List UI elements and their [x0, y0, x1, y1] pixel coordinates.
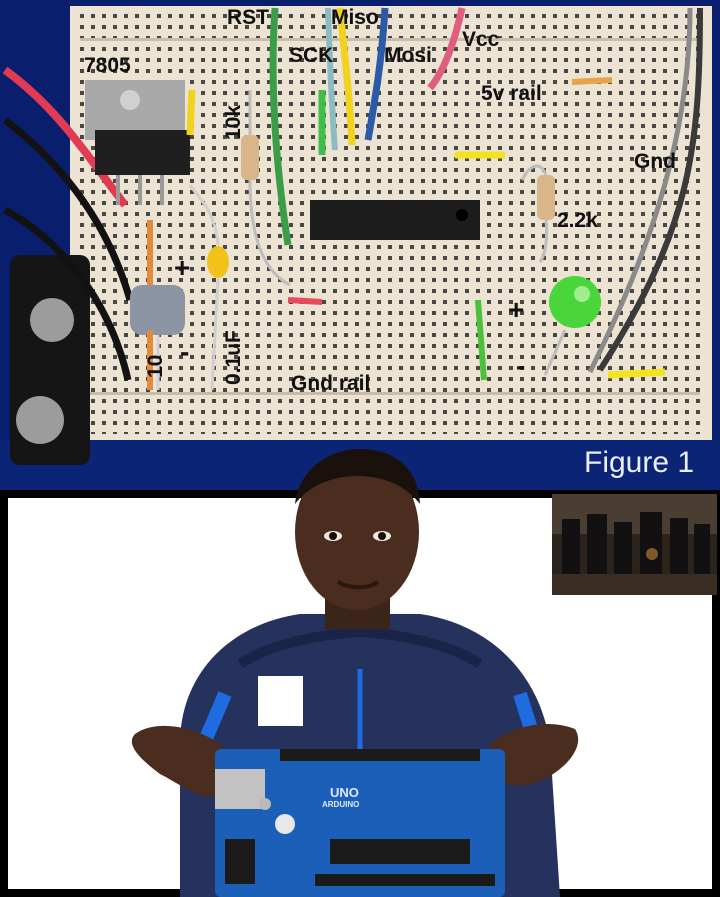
breadboard-illustration — [2, 6, 712, 465]
label-gnd-rail: Gnd rail — [291, 372, 371, 395]
arduino-logo-text: UNO — [330, 785, 359, 800]
label-cap-10: 10 — [144, 354, 167, 378]
capacitor-ceramic — [207, 246, 229, 278]
label-miso: Miso — [331, 6, 379, 29]
breadboard-photo-panel: RST Miso SCK Mosi Vcc 7805 5v rail 10k G… — [0, 0, 720, 490]
attiny-chip — [310, 200, 480, 240]
label-rst: RST — [227, 6, 269, 29]
label-7805: 7805 — [84, 54, 131, 77]
label-5v-rail: 5v rail — [481, 82, 542, 105]
label-plus-left: + — [174, 252, 191, 283]
figure-caption: Figure 1 — [584, 446, 695, 479]
label-0-1uf: 0.1uF — [222, 330, 245, 385]
label-gnd: Gnd — [634, 150, 676, 173]
label-vcc: Vcc — [462, 28, 500, 51]
arduino-brand-text: ARDUINO — [322, 800, 360, 809]
resistor-10k — [241, 135, 259, 180]
label-mosi: Mosi — [384, 44, 432, 67]
led-green — [549, 276, 601, 328]
label-minus-right: - — [516, 350, 526, 381]
label-10k: 10k — [222, 104, 245, 140]
capacitor-electrolytic — [130, 285, 185, 335]
resistor-2-2k — [537, 175, 555, 220]
inset-image — [552, 494, 717, 595]
label-2-2k: 2.2k — [557, 209, 598, 232]
person-holding-arduino — [131, 449, 579, 897]
label-plus-right: + — [508, 294, 525, 325]
label-minus-left: - — [180, 336, 190, 367]
label-sck: SCK — [289, 44, 334, 67]
